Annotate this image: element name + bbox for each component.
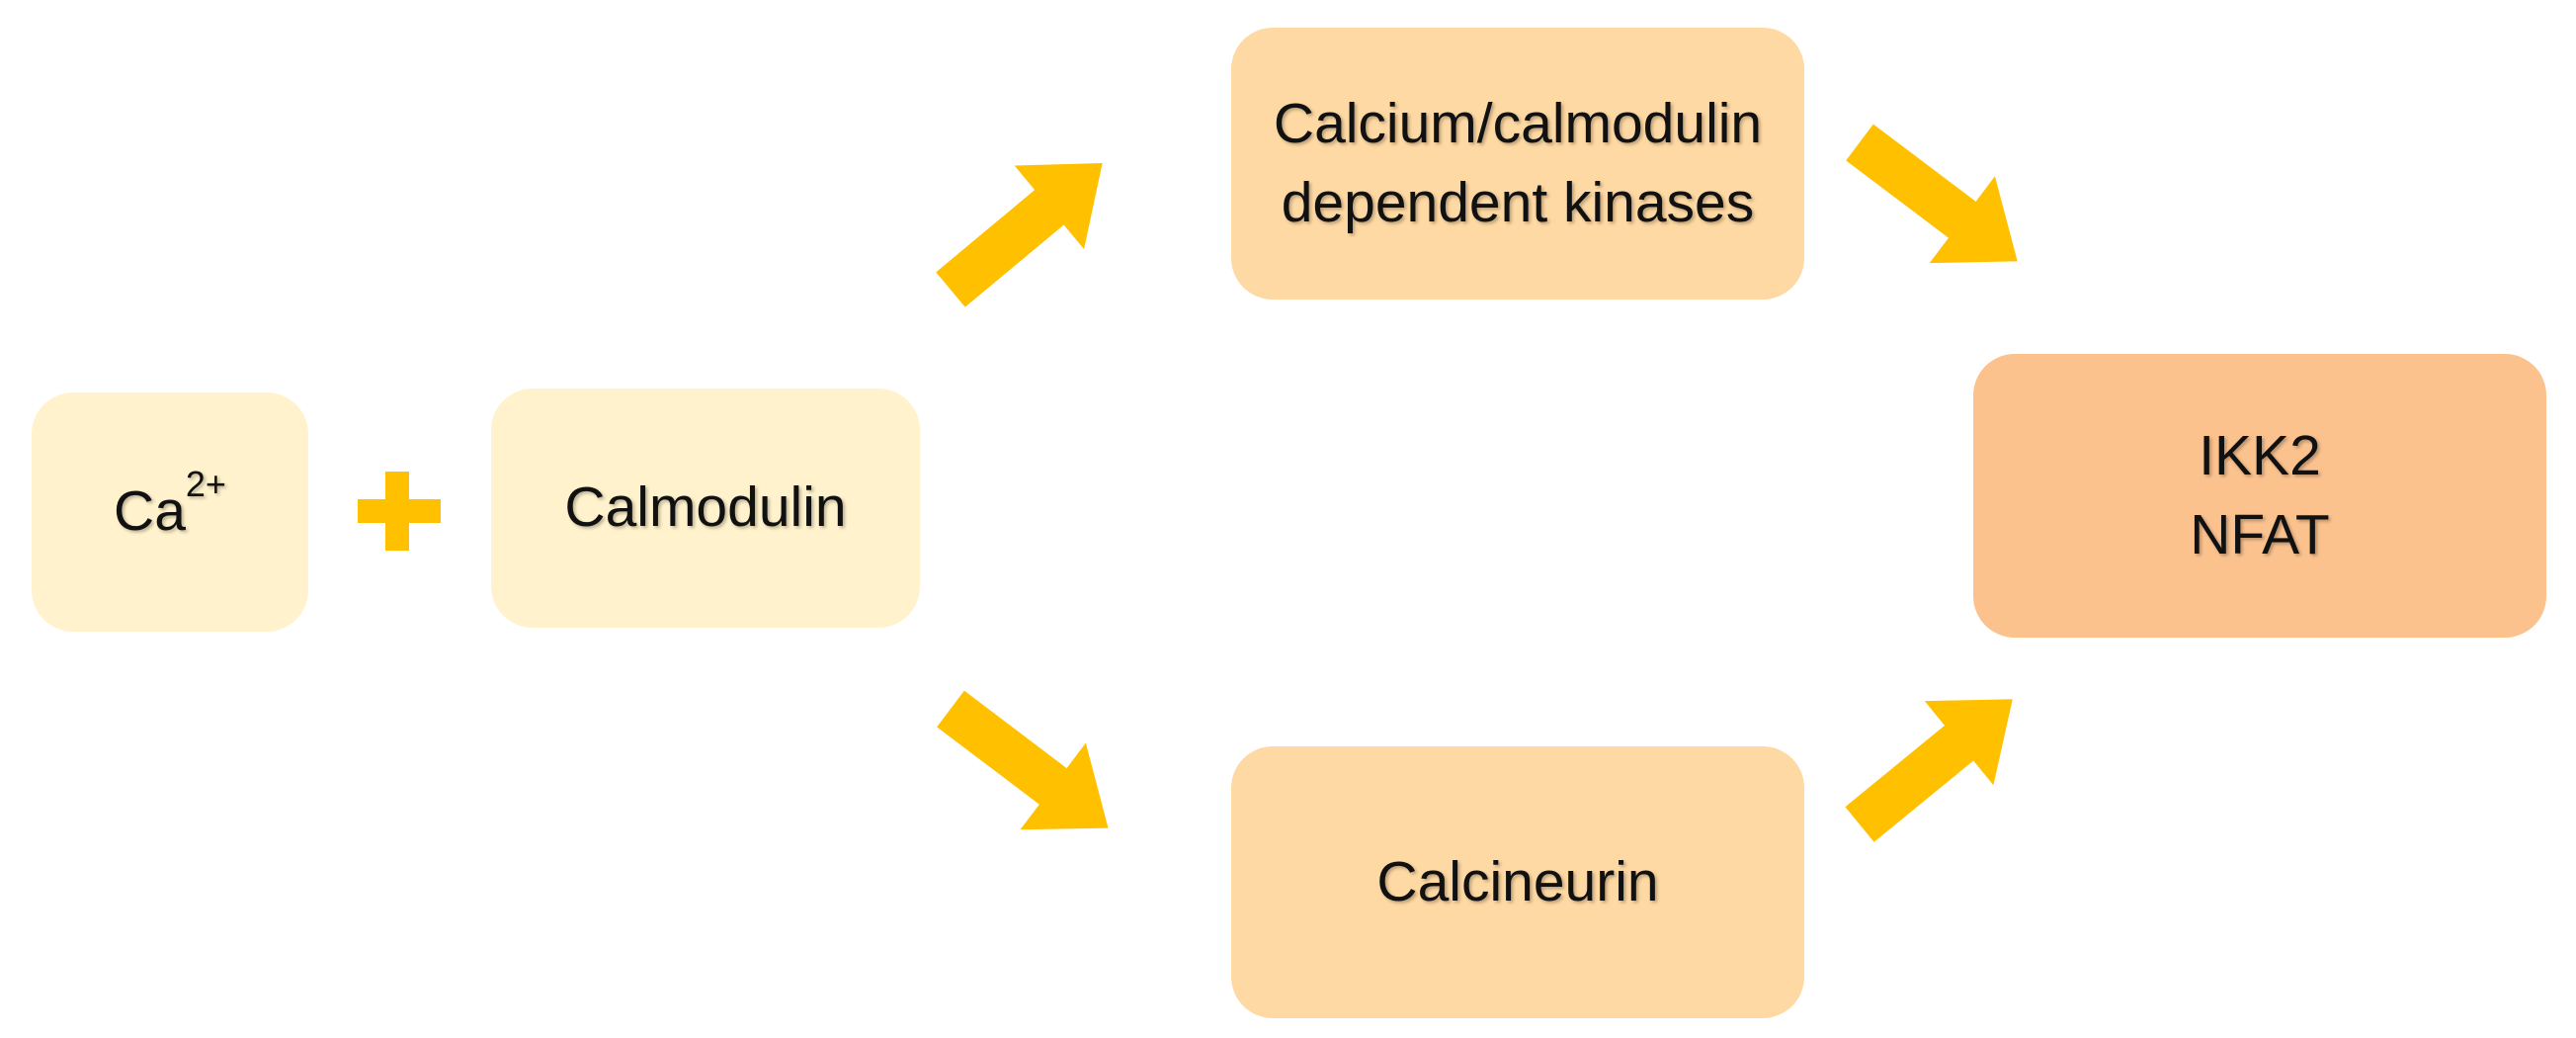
arrow-icon (1845, 699, 2013, 842)
calcium-ion-symbol: Ca (114, 479, 186, 544)
camk-label-line-1: Calcium/calmodulin (1273, 91, 1763, 155)
calcineurin-node: Calcineurin (1231, 746, 1804, 1018)
calcium-ion-label: Ca2+ (114, 467, 226, 552)
arrow-icon (1846, 124, 2018, 264)
plus-icon (358, 472, 441, 551)
targets-label-ikk2: IKK2 (2199, 423, 2321, 487)
calmodulin-label: Calmodulin (564, 476, 847, 540)
arrow-icon (936, 162, 1103, 307)
targets-node: IKK2 NFAT (1973, 354, 2546, 638)
camk-label-line-2: dependent kinases (1281, 170, 1755, 234)
calcineurin-label: Calcineurin (1376, 849, 1659, 913)
camk-node: Calcium/calmodulin dependent kinases (1231, 28, 1804, 300)
calcium-ion-node: Ca2+ (32, 392, 308, 632)
arrow-icon (937, 690, 1109, 830)
calcium-ion-charge: 2+ (185, 464, 226, 505)
targets-label-nfat: NFAT (2190, 502, 2330, 566)
calmodulin-node: Calmodulin (491, 389, 920, 628)
